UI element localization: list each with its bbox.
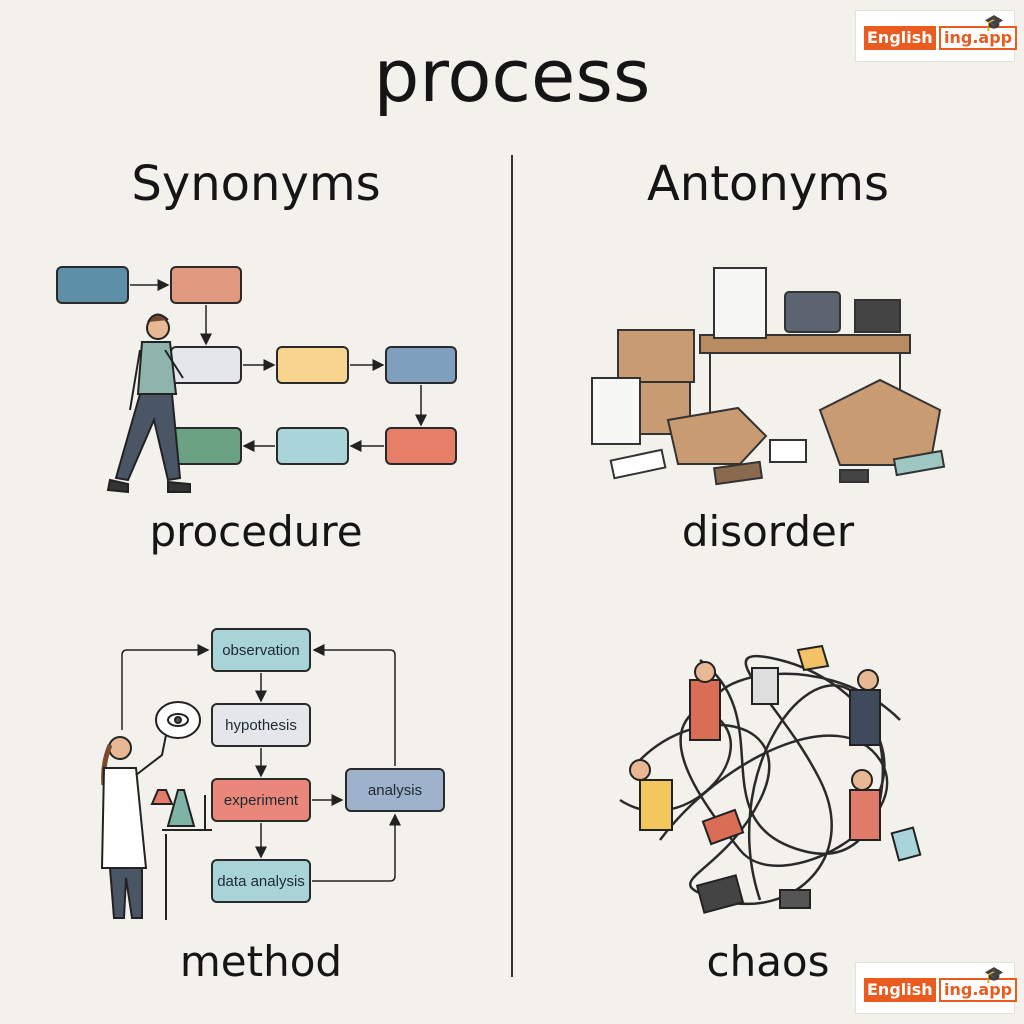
logo-text-part2: ing.app — [939, 26, 1018, 50]
running-person-icon — [849, 789, 881, 841]
flow-box — [276, 427, 349, 465]
flow-box — [170, 266, 242, 304]
flow-box — [385, 427, 457, 465]
paper-stack-icon — [591, 377, 641, 445]
step-experiment: experiment — [211, 778, 311, 822]
logo-text-part2: ing.app — [939, 978, 1018, 1002]
synonyms-heading: Synonyms — [131, 156, 381, 212]
page-title: process — [373, 34, 651, 118]
step-data-analysis: data analysis — [211, 859, 311, 903]
laptop-icon — [854, 299, 901, 333]
open-box-icon — [818, 378, 942, 466]
folder-icon — [796, 644, 830, 672]
logo-text-part1: English — [864, 978, 936, 1002]
logo-bottom: English ing.app 🎓 — [855, 962, 1018, 1014]
logo-text-part1: English — [864, 26, 936, 50]
graduation-cap-icon: 🎓 — [984, 965, 1004, 984]
divider — [511, 155, 513, 977]
graduation-cap-icon: 🎓 — [984, 13, 1004, 32]
antonym-disorder: disorder — [681, 507, 855, 556]
walking-person-icon — [106, 313, 191, 494]
step-hypothesis: hypothesis — [211, 703, 311, 747]
flow-box — [170, 427, 242, 465]
flow-box — [276, 346, 349, 384]
flow-box — [385, 346, 457, 384]
synonym-method: method — [179, 937, 343, 986]
flow-box — [56, 266, 129, 304]
tablet-icon — [751, 667, 779, 705]
antonym-chaos: chaos — [706, 937, 830, 986]
chair-icon — [784, 291, 841, 333]
laptop-icon — [695, 874, 745, 914]
paper-stack-icon — [713, 267, 767, 339]
running-person-icon — [689, 679, 721, 741]
open-box-icon — [666, 406, 768, 465]
logo-top: English ing.app 🎓 — [855, 10, 1018, 62]
synonym-procedure: procedure — [149, 507, 363, 556]
antonyms-heading: Antonyms — [646, 156, 890, 212]
scientist-icon — [100, 701, 212, 920]
box-icon — [617, 329, 695, 383]
step-observation: observation — [211, 628, 311, 672]
running-person-icon — [849, 689, 881, 746]
step-analysis: analysis — [345, 768, 445, 812]
running-person-icon — [639, 779, 673, 831]
